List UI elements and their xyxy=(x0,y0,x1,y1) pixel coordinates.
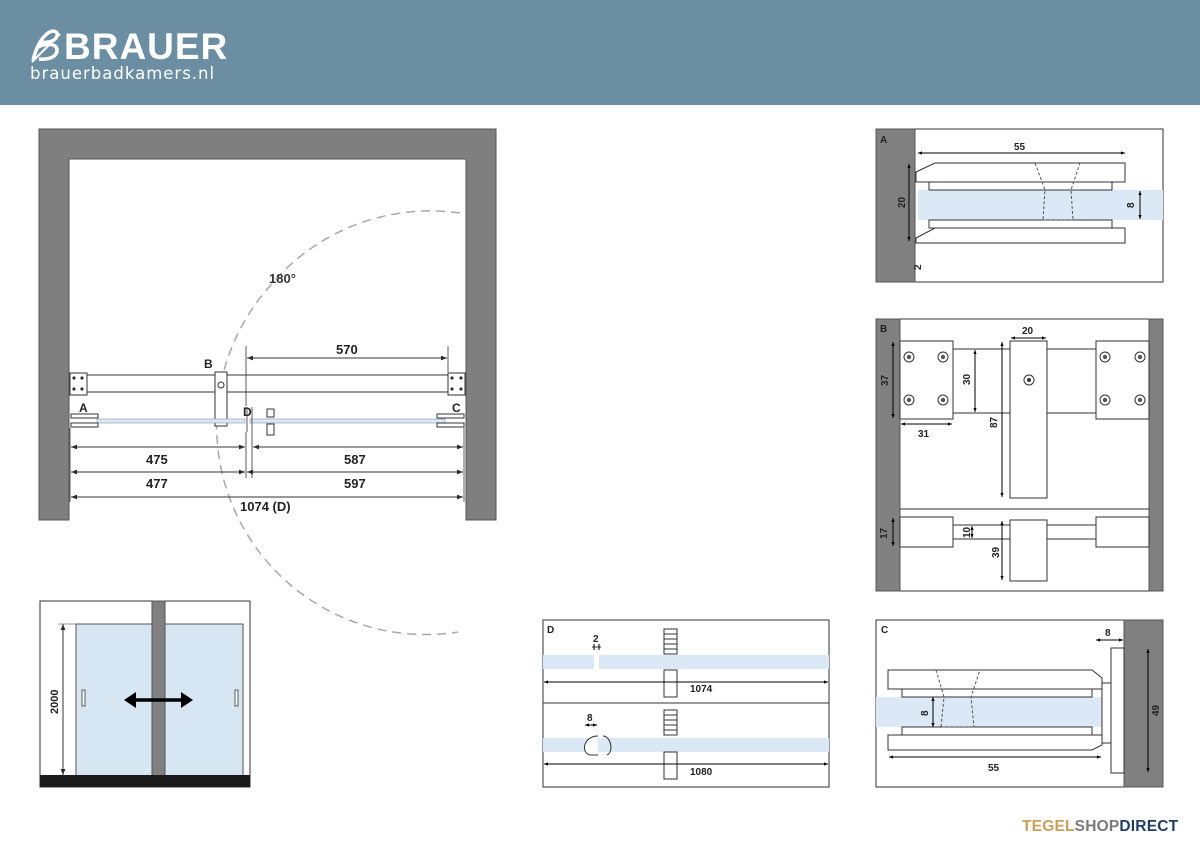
elevation-floor xyxy=(40,775,250,787)
footer-direct: DIRECT xyxy=(1119,818,1179,835)
plan-view: 180° B A C D 570 xyxy=(38,128,497,636)
detail-b-dim-31: 31 xyxy=(918,429,930,440)
detail-a-dim-20: 20 xyxy=(897,196,908,208)
detail-d-title: D xyxy=(547,625,554,636)
detail-c-dim-55: 55 xyxy=(988,763,1000,774)
roller-b xyxy=(214,371,228,427)
detail-c-dim-8-top: 8 xyxy=(1105,628,1111,639)
detail-b-dim-87: 87 xyxy=(989,416,1000,428)
detail-c-title: C xyxy=(881,625,888,636)
left-bracket xyxy=(69,372,88,396)
callout-d: D xyxy=(243,405,252,419)
detail-b-dim-39: 39 xyxy=(991,546,1002,558)
callout-b: B xyxy=(204,357,213,371)
footer-shop: SHOP xyxy=(1074,818,1120,835)
detail-d: D 2 1074 8 1080 xyxy=(542,619,830,788)
clamp-c xyxy=(436,413,465,419)
right-bracket xyxy=(447,372,466,396)
tegelshopdirect-logo[interactable]: TEGELSHOPDIRECT xyxy=(1022,818,1178,836)
dim-597: 597 xyxy=(344,476,366,491)
detail-c-dim-8-left: 8 xyxy=(920,710,931,716)
detail-d-dim-1080: 1080 xyxy=(690,767,713,778)
elevation-height: 2000 xyxy=(49,690,61,714)
top-rail xyxy=(84,374,449,393)
callout-c: C xyxy=(452,401,461,415)
elevation-view: 2000 xyxy=(39,600,251,788)
detail-c: C 8 8 49 55 xyxy=(875,619,1164,788)
detail-d-dim-1074: 1074 xyxy=(690,684,713,695)
dim-475: 475 xyxy=(146,452,168,467)
header-bar: BRAUER brauerbadkamers.nl xyxy=(0,0,1200,105)
dim-total: 1074 (D) xyxy=(240,499,291,514)
detail-a-title: A xyxy=(880,135,887,146)
detail-b-dim-30: 30 xyxy=(962,373,973,385)
plan-wall xyxy=(38,128,497,521)
detail-b-dim-10: 10 xyxy=(962,526,973,538)
dim-477: 477 xyxy=(146,476,168,491)
footer-tegel: TEGEL xyxy=(1022,818,1075,835)
detail-b-dim-20: 20 xyxy=(1022,326,1034,337)
detail-a-dim-2: 2 xyxy=(913,264,924,270)
detail-d-dim-2: 2 xyxy=(593,634,599,645)
detail-b-title: B xyxy=(880,324,887,335)
dim-587: 587 xyxy=(344,452,366,467)
detail-c-dim-49: 49 xyxy=(1151,704,1162,716)
handle-icon-top xyxy=(663,628,678,698)
detail-b-dim-17: 17 xyxy=(879,527,890,539)
detail-a-dim-8: 8 xyxy=(1126,202,1137,208)
handle-d xyxy=(266,408,275,418)
callout-a: A xyxy=(79,401,88,415)
clamp-a xyxy=(70,413,99,419)
detail-b: B 20 37 30 87 31 17 xyxy=(875,318,1164,592)
angle-label: 180° xyxy=(269,271,296,286)
brauer-logo-icon xyxy=(31,29,61,63)
brand-name: BRAUER xyxy=(64,26,229,67)
sliding-double-arrow-icon xyxy=(124,692,193,708)
detail-a-dim-55: 55 xyxy=(1014,142,1026,153)
detail-d-dim-8: 8 xyxy=(587,713,593,724)
detail-b-dim-37: 37 xyxy=(880,374,891,386)
glass-panel xyxy=(96,418,246,424)
brand-url: brauerbadkamers.nl xyxy=(30,64,216,83)
detail-a: A 55 20 8 2 xyxy=(875,128,1164,283)
elevation-post xyxy=(151,600,166,778)
dim-570: 570 xyxy=(336,342,358,357)
